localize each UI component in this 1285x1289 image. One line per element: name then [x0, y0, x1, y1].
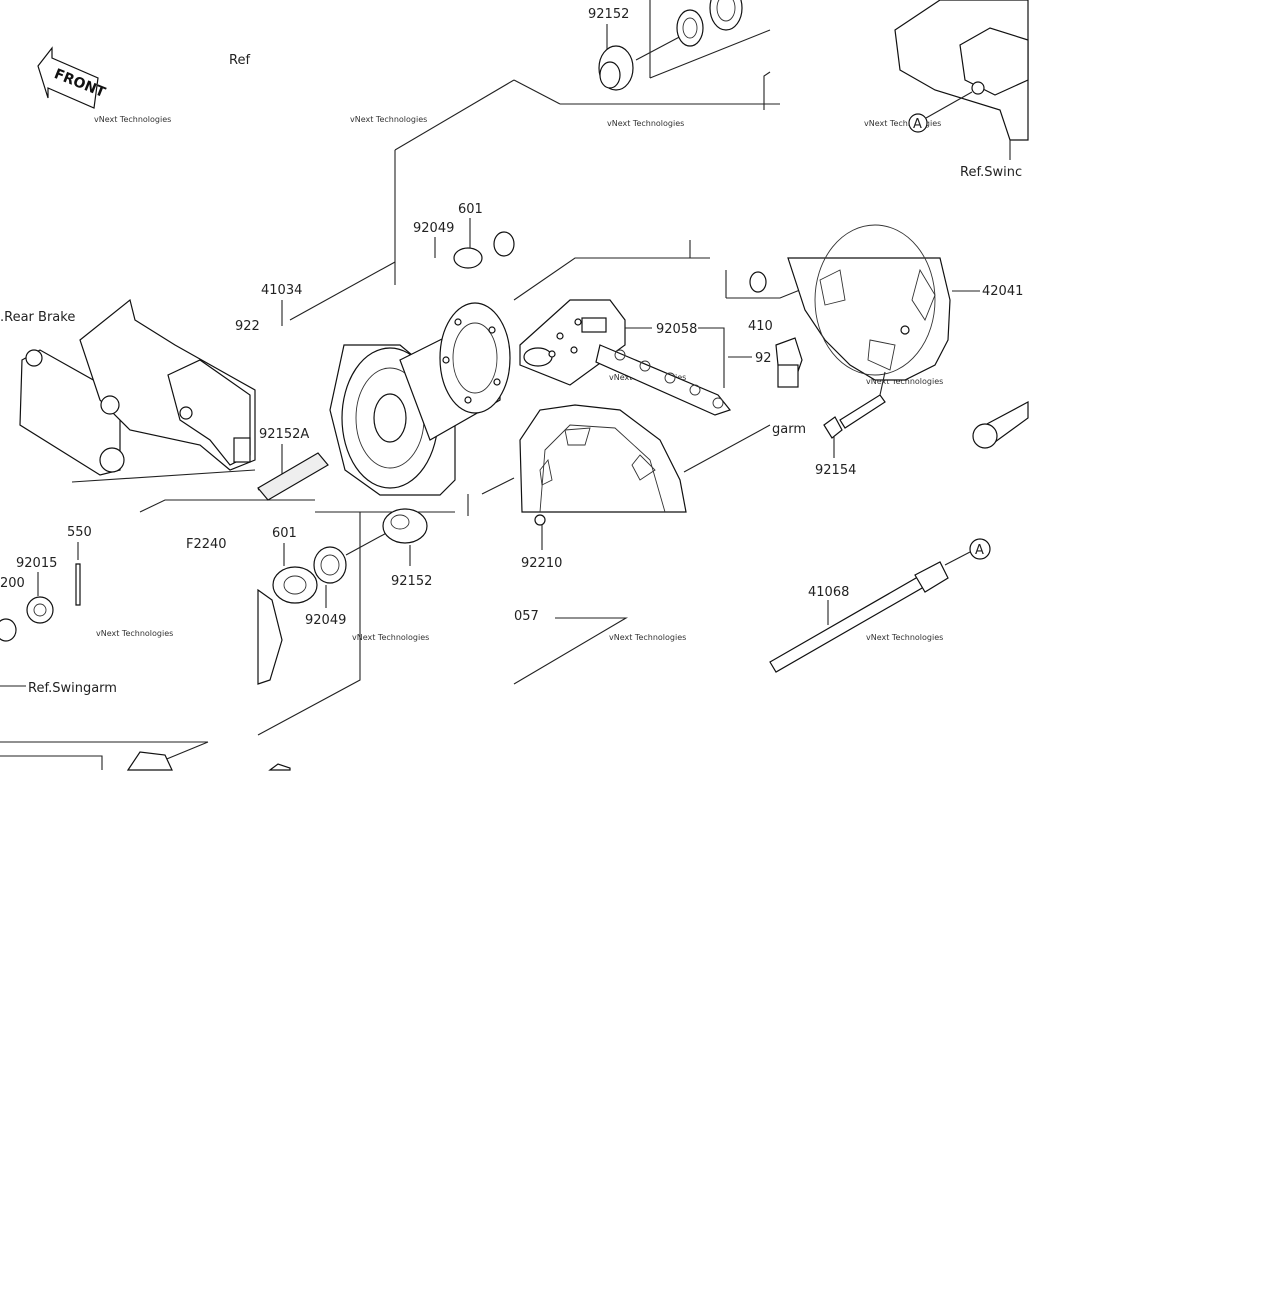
callout-a-top-label: A — [913, 117, 922, 132]
bearing-601-bottom — [272, 566, 318, 604]
part-label-057: 057 — [514, 609, 539, 624]
part-label-601-bottom: 601 — [272, 526, 297, 541]
part-label-92152-bottom: 92152 — [391, 574, 432, 589]
ref-swingarm-top: Ref.Swinc — [960, 165, 1022, 180]
part-label-42041: 42041 — [982, 284, 1023, 299]
collar-92152a — [257, 452, 329, 501]
callout-a-right-label: A — [975, 543, 984, 558]
bearing-601-top — [453, 247, 483, 269]
part-label-200: 200 — [0, 576, 25, 591]
adjuster-bolt-left — [233, 437, 251, 463]
rear-wheel-hub — [329, 302, 511, 496]
swingarm-left-bottom — [0, 741, 291, 771]
part-label-f2240: F2240 — [186, 537, 227, 552]
watermark-3: vNext Technologies — [607, 119, 684, 128]
part-label-601-top: 601 — [458, 202, 483, 217]
sprocket-92210: 92210 — [519, 404, 687, 571]
cotter-pin-550 — [75, 563, 81, 606]
watermark-9: vNext Technologies — [96, 629, 173, 638]
watermark-11: vNext Technologies — [609, 633, 686, 642]
bottom-bearing-group: 601 92049 92152 — [257, 508, 432, 736]
watermark-4: vNext Technologies — [864, 119, 941, 128]
part-label-92015: 92015 — [16, 556, 57, 571]
adjuster-right: 410 92 — [725, 264, 863, 388]
part-label-92154: 92154 — [815, 463, 856, 478]
axle-41068: A 41068 — [769, 538, 991, 673]
watermark-2: vNext Technologies — [350, 115, 427, 124]
washer-200 — [0, 618, 17, 642]
part-label-92049-bottom: 92049 — [305, 613, 346, 628]
callout-a-right — [969, 538, 991, 560]
part-label-41034: 41034 — [261, 283, 302, 298]
watermark-10: vNext Technologies — [352, 633, 429, 642]
part-label-92210: 92210 — [521, 556, 562, 571]
callout-a-top — [908, 113, 928, 133]
sprocket-42041: 42041 — [787, 224, 1023, 381]
part-label-410: 410 — [748, 319, 773, 334]
washer-410 — [749, 271, 767, 293]
ref-swingarm-mid: garm — [772, 422, 806, 437]
seal-92049-bottom — [313, 546, 347, 584]
hub-sprocket-flange — [439, 302, 511, 414]
bearing-top-b — [709, 0, 743, 31]
watermark-12: vNext Technologies — [866, 633, 943, 642]
top-spacer-group: 92152 — [513, 0, 780, 110]
ref-rear-brake: .Rear Brake — [0, 310, 75, 325]
collar-top — [493, 231, 515, 257]
part-label-92152a: 92152A — [259, 427, 309, 442]
ref-swingarm-left: Ref.Swingarm — [28, 681, 117, 696]
part-label-550: 550 — [67, 525, 92, 540]
axle-nut-group: 550 92015 200 F2240 Ref.Swingarm — [0, 525, 227, 696]
watermark-8: vNext Technologies — [866, 377, 943, 386]
part-label-92049-top: 92049 — [413, 221, 454, 236]
ref-label-top-left: Ref — [229, 53, 250, 68]
part-label-92152-top: 92152 — [588, 7, 629, 22]
axle-bolt-right — [972, 400, 1029, 449]
part-label-92-right: 92 — [755, 351, 772, 366]
drive-chain — [595, 344, 732, 416]
front-direction-badge: FRONT — [37, 46, 108, 109]
part-label-41068: 41068 — [808, 585, 849, 600]
nut-92015 — [26, 596, 54, 624]
chain-clip — [581, 317, 607, 333]
bolt-92154: 92154 — [815, 371, 886, 478]
watermark-1: vNext Technologies — [94, 115, 171, 124]
swingarm-right-top: A Ref.Swinc — [894, 0, 1029, 180]
swingarm-left: .Rear Brake — [0, 298, 315, 513]
bearing-top-a — [676, 9, 704, 47]
part-label-92058: 92058 — [656, 322, 697, 337]
part-label-922: 922 — [235, 319, 260, 334]
spacer-92152-bottom — [382, 508, 428, 544]
